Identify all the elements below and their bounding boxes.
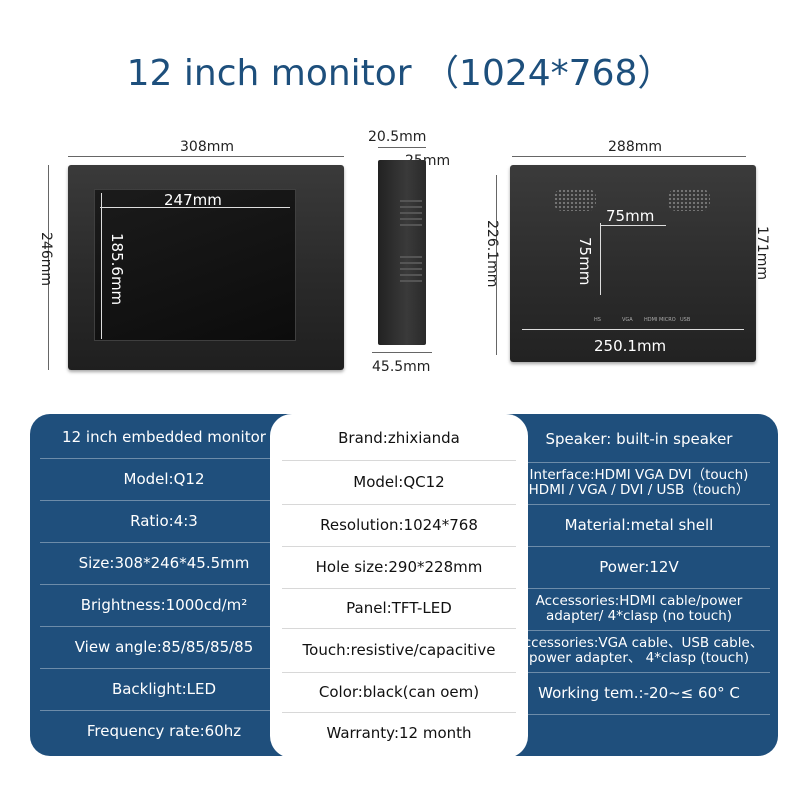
front-height-label: 246mm — [38, 232, 54, 286]
back-height-right-label: 171mm — [754, 226, 770, 280]
hole-horizontal-line — [600, 225, 666, 226]
port-label-1: HS — [594, 317, 601, 323]
hole-vertical-line — [600, 223, 601, 295]
spec-right-4: Power:12V — [599, 558, 679, 576]
spec-right-2: Interface:HDMI VGA DVI（touch) HDMI / VGA… — [528, 467, 750, 498]
screen-height-line — [101, 193, 102, 339]
monitor-side-image — [378, 160, 426, 345]
right-panel — [492, 414, 778, 756]
spec-right-6: Accessories:VGA cable、USB cable、 power a… — [514, 635, 764, 666]
screen-height-label: 185.6mm — [108, 233, 126, 306]
side-top-label: 20.5mm — [368, 129, 427, 145]
spec-mid-6: Touch:resistive/capacitive — [302, 641, 496, 659]
spec-left-5: Brightness:1000cd/m² — [80, 596, 248, 614]
screen-width-label: 247mm — [164, 191, 222, 209]
speaker-grille-right — [668, 189, 710, 211]
spec-left-8: Frequency rate:60hz — [86, 722, 242, 740]
spec-left-2: Model:Q12 — [123, 470, 205, 488]
spec-right-7: Working tem.:-20~≤ 60° C — [538, 684, 740, 702]
back-height-left-line — [496, 175, 497, 355]
spec-mid-3: Resolution:1024*768 — [320, 516, 478, 534]
port-label-3: HDMI MICRO — [644, 317, 676, 323]
spec-mid-7: Color:black(can oem) — [318, 683, 480, 701]
spec-right-1: Speaker: built-in speaker — [545, 430, 733, 448]
side-bottom-line — [372, 352, 432, 353]
spec-left-3: Ratio:4:3 — [130, 512, 198, 530]
back-bottom-label: 250.1mm — [594, 337, 667, 355]
side-bottom-label: 45.5mm — [372, 359, 431, 375]
back-height-left-label: 226.1mm — [484, 220, 500, 288]
spec-left-6: View angle:85/85/85/85 — [74, 638, 254, 656]
front-height-line — [48, 165, 49, 370]
spec-mid-1: Brand:zhixianda — [338, 429, 460, 447]
front-width-label: 308mm — [180, 139, 234, 155]
monitor-screen — [94, 189, 296, 341]
spec-mid-4: Hole size:290*228mm — [315, 558, 483, 576]
page-title: 12 inch monitor （1024*768） — [126, 53, 674, 94]
back-width-line — [512, 156, 746, 157]
spec-left-7: Backlight:LED — [111, 680, 217, 698]
spec-right-3: Material:metal shell — [564, 516, 714, 534]
spec-left-4: Size:308*246*45.5mm — [78, 554, 250, 572]
port-label-2: VGA — [622, 317, 633, 323]
monitor-back-image: 75mm 75mm 250.1mm HS VGA HDMI MICRO USB — [510, 165, 756, 362]
spec-left-1: 12 inch embedded monitor — [62, 428, 266, 446]
port-label-4: USB — [680, 317, 691, 323]
speaker-grille-left — [554, 189, 596, 211]
back-width-label: 288mm — [608, 139, 662, 155]
spec-right-5: Accessories:HDMI cable/power adapter/ 4*… — [535, 593, 743, 624]
spec-mid-8: Warranty:12 month — [326, 724, 472, 742]
hole-horizontal-label: 75mm — [606, 207, 655, 225]
middle-panel — [270, 414, 528, 758]
monitor-front-image: 247mm 185.6mm — [68, 165, 344, 370]
screen-width-line — [100, 207, 290, 208]
hole-vertical-label: 75mm — [576, 237, 594, 286]
side-top-line — [378, 147, 426, 148]
left-panel — [30, 414, 306, 756]
back-bottom-line — [522, 329, 744, 330]
spec-mid-2: Model:QC12 — [353, 473, 445, 491]
front-width-line — [68, 156, 344, 157]
spec-mid-5: Panel:TFT-LED — [346, 599, 452, 617]
